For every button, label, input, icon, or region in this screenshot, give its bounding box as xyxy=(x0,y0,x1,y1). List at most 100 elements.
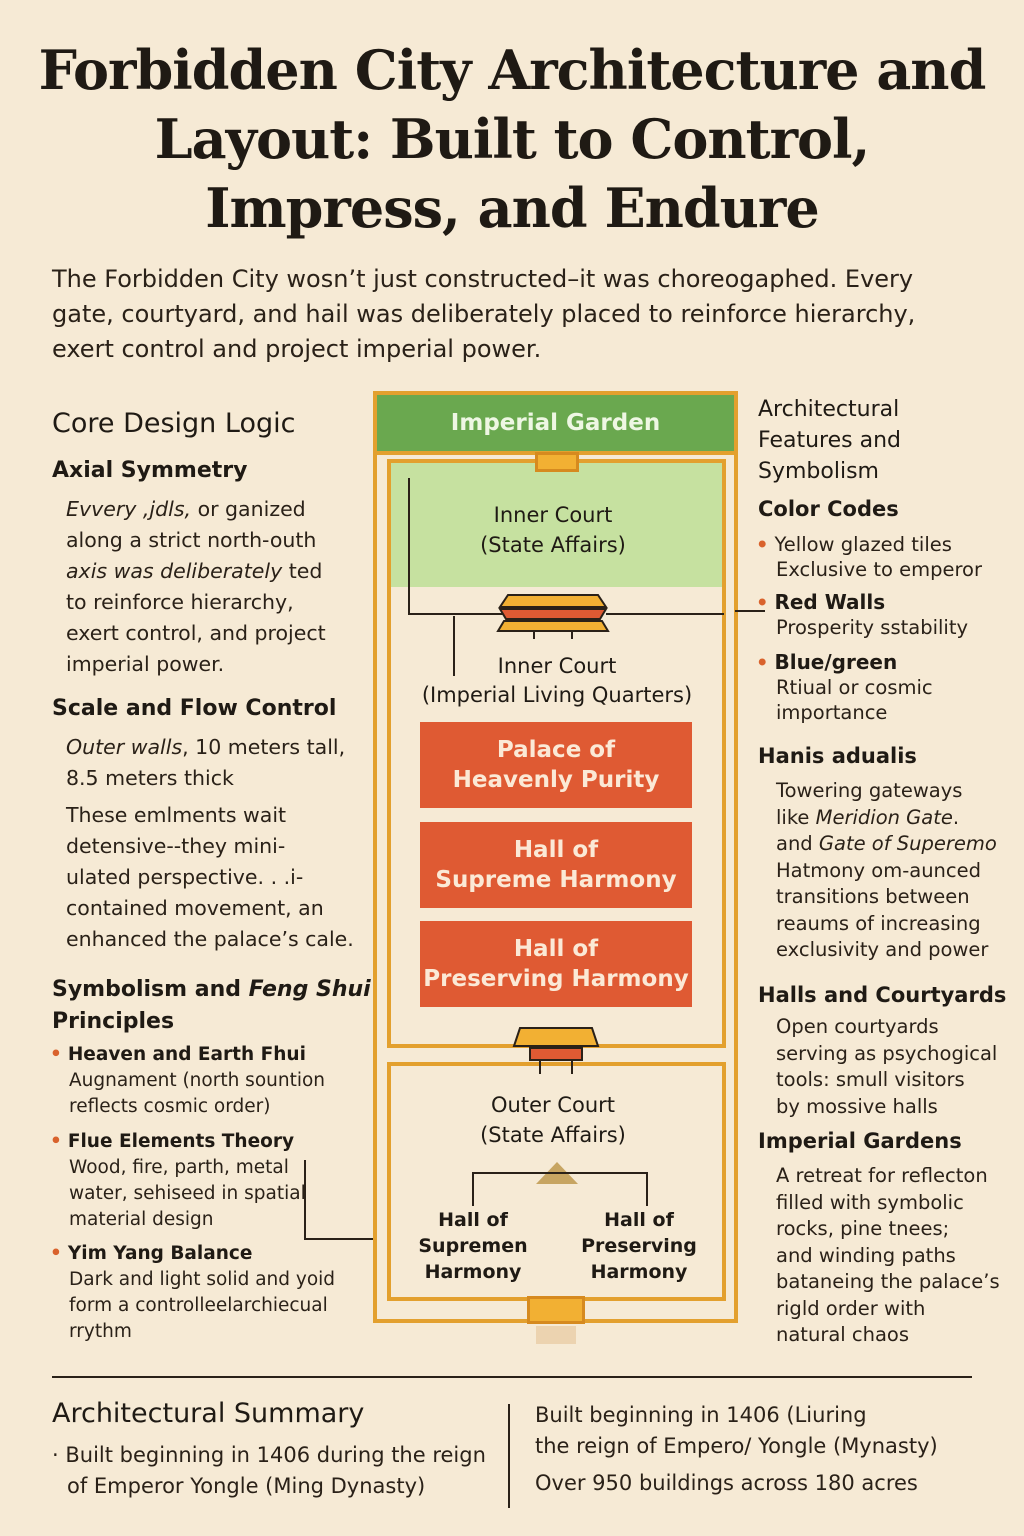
outer-hall-left-line: Hall of xyxy=(438,1209,508,1231)
core-design-heading: Core Design Logic xyxy=(52,408,296,439)
symbolism-item-line: Dark and light solid and yoid xyxy=(69,1269,336,1290)
symbolism-item-title: Yim Yang Balance xyxy=(67,1243,253,1264)
symbolism-item-title: Heaven and Earth Fhui xyxy=(67,1044,306,1065)
hall-box-line1: Hall of xyxy=(513,837,599,863)
outer-hall-right-line: Preserving xyxy=(581,1235,697,1257)
symbolism-item-line: material design xyxy=(69,1209,214,1230)
symbolism-heading: Symbolism and Feng Shui Principles xyxy=(52,974,371,1038)
outer-court-line1: Outer Court xyxy=(491,1093,615,1117)
bullet-dot-icon: • xyxy=(50,1243,62,1264)
outer-hall-right-line: Hall of xyxy=(604,1209,674,1231)
bullet-dot-icon: • xyxy=(50,1044,62,1065)
symbolism-item-line: reflects cosmic order) xyxy=(69,1096,271,1117)
gates-heading: Hanis adualis xyxy=(758,744,917,768)
color-code-bluegreen: •Blue/green Rtiual or cosmic importance xyxy=(756,650,1006,725)
symbolism-item-1: •Heaven and Earth Fhui Augnament (north … xyxy=(50,1042,350,1120)
gardens-line: bataneing the palace’s xyxy=(776,1270,1000,1293)
gates-em: Gate of Superemo xyxy=(818,832,997,855)
symbolism-item-title: Flue Elements Theory xyxy=(67,1131,295,1152)
walls-rest: , 10 meters tall, xyxy=(182,735,346,759)
symbolism-heading-b: Principles xyxy=(52,1009,175,1034)
color-code-desc: Exclusive to emperor xyxy=(776,558,983,581)
symbolism-item-line: form a controlleelarchiecual xyxy=(69,1295,328,1316)
color-code-title: Red Walls xyxy=(774,590,886,614)
north-gate-icon xyxy=(535,452,579,472)
outer-hall-left-label: Hall of Supremen Harmony xyxy=(410,1207,536,1285)
axial-line3-em: axis was deliberately xyxy=(66,559,283,583)
outer-hall-right-label: Hall of Preserving Harmony xyxy=(576,1207,702,1285)
inner-court-state-label: Inner Court (State Affairs) xyxy=(420,500,686,560)
imperial-gardens-text: A retreat for reflecton filled with symb… xyxy=(776,1163,1016,1349)
axial-symmetry-text: Evvery ,jdls, or ganized along a strict … xyxy=(66,494,356,680)
middle-gate-icon xyxy=(512,1027,600,1074)
color-codes-heading: Color Codes xyxy=(758,497,899,521)
color-code-red: •Red Walls Prosperity sstability xyxy=(756,590,1006,640)
bullet-dot-icon: • xyxy=(756,651,769,674)
diagram-line xyxy=(735,610,765,612)
hall-preserving-harmony: Hall of Preserving Harmony xyxy=(420,921,692,1007)
arch-heading-line1: Architectural xyxy=(758,397,900,422)
axial-line1-em: Evvery ,jdls, xyxy=(66,497,192,521)
diagram-line xyxy=(453,616,455,676)
summary-right-line: Over 950 buildings across 180 acres xyxy=(535,1471,918,1495)
page-title: Forbidden City Architecture and Layout: … xyxy=(38,38,987,240)
halls-courtyards-text: Open courtyards serving as psychogical t… xyxy=(776,1014,1016,1120)
scale-p4: contained movement, an xyxy=(66,896,324,920)
inner-court-green-zone xyxy=(391,463,722,587)
gardens-line: filled with symbolic xyxy=(776,1190,964,1214)
diagram-line xyxy=(472,1172,474,1206)
south-gate-icon xyxy=(527,1296,585,1324)
hall-box-line2: Supreme Harmony xyxy=(435,867,677,893)
summary-heading: Architectural Summary xyxy=(52,1398,365,1429)
axial-line1b: or ganized xyxy=(197,497,306,521)
color-code-desc: Rtiual or cosmic xyxy=(776,676,933,699)
scale-flow-walls: Outer walls, 10 meters tall, 8.5 meters … xyxy=(66,732,366,794)
color-code-desc: Prosperity sstability xyxy=(776,616,969,639)
outer-hall-right-line: Harmony xyxy=(590,1261,688,1283)
gardens-line: rigld order with xyxy=(776,1296,926,1320)
summary-divider xyxy=(52,1376,972,1378)
inner-court-living-line2: (Imperial Living Quarters) xyxy=(421,683,693,707)
gates-line: Towering gateways xyxy=(776,779,963,802)
color-code-title: Yellow glazed tiles xyxy=(774,533,952,556)
diagram-line xyxy=(408,613,508,615)
hall-box-line1: Hall of xyxy=(513,936,599,962)
gates-line: . xyxy=(952,805,960,829)
outer-hall-left-line: Supremen xyxy=(418,1235,528,1257)
diagram-line xyxy=(408,478,410,614)
gates-line: exclusivity and power xyxy=(776,938,989,961)
halls-courtyards-heading: Halls and Courtyards xyxy=(758,983,1007,1007)
halls-line: by mossive halls xyxy=(776,1094,938,1118)
arch-heading-line2: Features and xyxy=(758,428,901,453)
gates-em: Meridion Gate xyxy=(815,805,953,829)
summary-left-line: of Emperor Yongle (Ming Dynasty) xyxy=(67,1474,426,1498)
halls-line: tools: smull visitors xyxy=(776,1068,965,1091)
diagram-line xyxy=(646,1172,648,1206)
symbolism-heading-em: Feng Shui xyxy=(248,977,371,1002)
connector-line xyxy=(304,1160,306,1240)
summary-left-text: · Built beginning in 1406 during the rei… xyxy=(52,1440,492,1502)
scale-p1: These emlments wait xyxy=(66,803,287,827)
scale-flow-heading: Scale and Flow Control xyxy=(52,696,337,721)
walls-em: Outer walls xyxy=(66,735,183,759)
hall-box-line2: Preserving Harmony xyxy=(423,966,689,992)
inner-court-state-line1: Inner Court xyxy=(493,503,613,527)
axial-symmetry-heading: Axial Symmetry xyxy=(52,458,248,483)
symbolism-heading-a: Symbolism and xyxy=(52,977,241,1002)
summary-right-line: Built beginning in 1406 (Liuring xyxy=(535,1403,867,1427)
axial-line3b: ted xyxy=(288,559,323,583)
summary-bullet-icon: · xyxy=(52,1443,66,1467)
inner-court-state-line2: (State Affairs) xyxy=(480,533,626,557)
scale-flow-text: These emlments wait detensive--they mini… xyxy=(66,800,366,955)
summary-right-line: the reign of Empero/ Yongle (Mynasty) xyxy=(535,1434,938,1458)
gardens-line: and winding paths xyxy=(776,1243,956,1267)
scale-p3: ulated perspective. . .i- xyxy=(66,865,304,889)
outer-court-label: Outer Court (State Affairs) xyxy=(420,1090,686,1150)
summary-right-text: Built beginning in 1406 (Liuring the rei… xyxy=(535,1400,975,1499)
gates-text: Towering gateways like Meridion Gate. an… xyxy=(776,778,1006,964)
summary-left-line: Built beginning in 1406 during the reign xyxy=(65,1443,486,1467)
summary-vertical-divider xyxy=(508,1404,510,1508)
outer-court-line2: (State Affairs) xyxy=(480,1123,626,1147)
intro-paragraph: The Forbidden City wosn’t just construct… xyxy=(52,265,916,363)
axial-line5: exert control, and project xyxy=(66,621,326,645)
